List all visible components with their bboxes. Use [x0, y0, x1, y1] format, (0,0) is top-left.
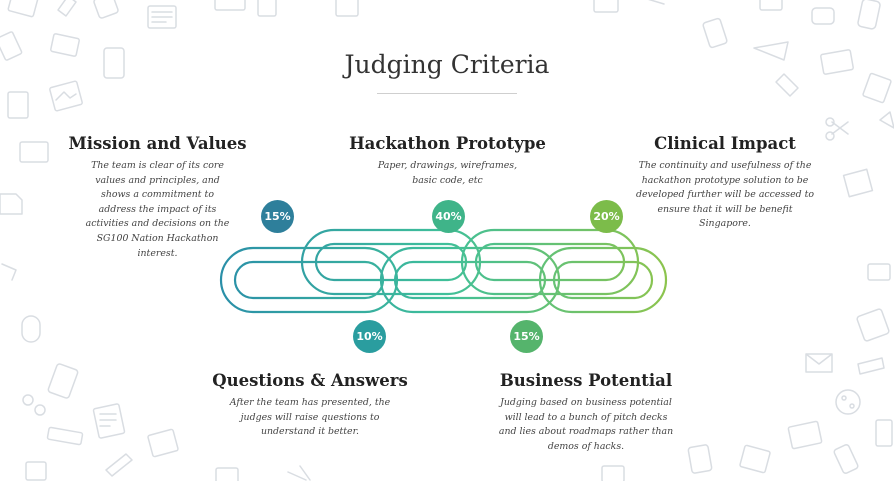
weight-badge-questions-answers: 10% — [353, 320, 386, 353]
criterion-description: Paper, drawings, wireframes, basic code,… — [377, 160, 518, 186]
criterion-hackathon-prototype: Hackathon Prototype Paper, drawings, wir… — [345, 134, 550, 188]
criterion-description: The continuity and usefulness of the hac… — [635, 160, 815, 230]
title-divider — [377, 93, 517, 94]
criterion-clinical-impact: Clinical Impact The continuity and usefu… — [625, 134, 825, 232]
weight-badge-clinical-impact: 20% — [590, 200, 623, 233]
weight-badge-hackathon-prototype: 40% — [432, 200, 465, 233]
chain-link — [538, 246, 668, 314]
page-title: Judging Criteria — [344, 50, 550, 79]
criterion-heading: Hackathon Prototype — [349, 134, 546, 153]
criterion-business-potential: Business Potential Judging based on busi… — [485, 371, 687, 454]
chain-link — [552, 260, 654, 300]
criterion-heading: Clinical Impact — [654, 134, 796, 153]
criterion-description: After the team has presented, the judges… — [229, 397, 391, 438]
criterion-description: The team is clear of its core values and… — [85, 160, 230, 259]
criterion-heading: Mission and Values — [68, 134, 247, 153]
weight-badge-mission-values: 15% — [261, 200, 294, 233]
criterion-heading: Questions & Answers — [212, 371, 408, 390]
criterion-mission-values: Mission and Values The team is clear of … — [60, 134, 255, 261]
criterion-heading: Business Potential — [499, 371, 673, 390]
criterion-questions-answers: Questions & Answers After the team has p… — [205, 371, 415, 440]
weight-badge-business-potential: 15% — [510, 320, 543, 353]
criterion-description: Judging based on business potential will… — [498, 397, 674, 452]
